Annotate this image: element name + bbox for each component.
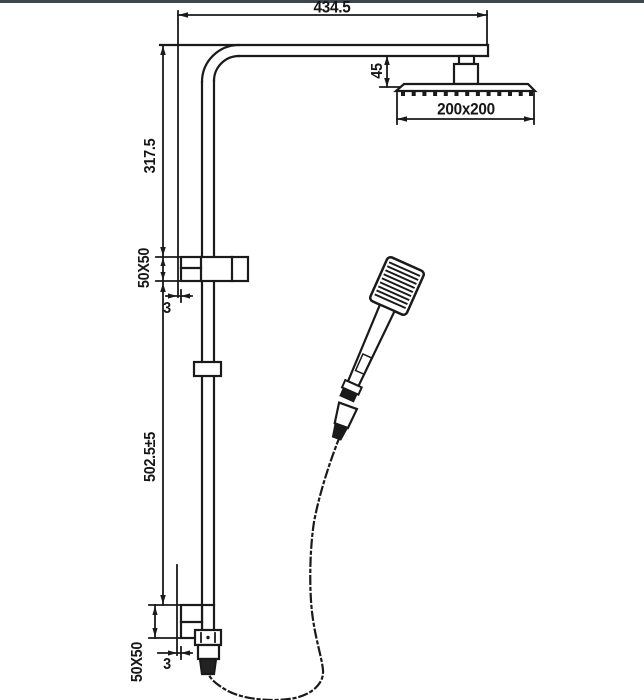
dim-label-rail-section: 502.5±5: [142, 431, 159, 483]
dim-top-offset: [165, 289, 193, 303]
dim-label-top-bracket: 50X50: [136, 247, 153, 289]
rain-head-nozzles: [401, 91, 533, 96]
page-top-border: [0, 0, 644, 3]
head-stem-lower: [452, 62, 480, 86]
handle-nut-dark: [339, 387, 358, 403]
hose-outlet: [193, 628, 223, 676]
dim-label-top-offset: 3: [163, 300, 171, 317]
rail-slider-clamp: [192, 360, 223, 378]
pipe-inner-bend: [212, 54, 241, 83]
dim-upper-section: [160, 44, 166, 258]
dim-head-drop: [379, 55, 405, 88]
dim-label-head-size: 200x200: [437, 99, 495, 119]
dim-label-bottom-bracket: 50X50: [129, 641, 146, 683]
hand-shower-spray-face: [374, 261, 421, 310]
outlet-nipple: [198, 657, 218, 676]
dim-top-width: [177, 10, 488, 298]
overhead-shower: [393, 54, 538, 96]
dim-bottom-bracket: [148, 604, 182, 639]
dim-label-bottom-offset: 3: [163, 656, 171, 673]
rain-head-plate: [393, 82, 538, 93]
dim-rail-section: [160, 281, 166, 606]
hose-connector: [331, 401, 359, 441]
dim-label-upper-section: 317.5: [142, 138, 159, 174]
shower-column: [158, 43, 490, 676]
hand-shower: [339, 255, 426, 403]
outlet-body: [196, 643, 221, 661]
dimension-lines: [148, 10, 535, 660]
hand-shower-handle: [346, 303, 397, 388]
pipe-outer-bend: [200, 43, 241, 84]
hose-connector-tip: [331, 422, 349, 441]
handle-detail: [354, 353, 373, 376]
dim-label-head-drop: 45: [369, 63, 386, 79]
dim-top-bracket: [155, 256, 182, 282]
dim-head-size: [396, 92, 535, 125]
shower-hose: [207, 434, 342, 700]
dim-label-top-width: 434.5: [313, 0, 351, 17]
dim-bottom-offset: [157, 564, 193, 660]
head-stem-upper: [457, 54, 476, 66]
top-wall-bracket: [179, 255, 250, 283]
